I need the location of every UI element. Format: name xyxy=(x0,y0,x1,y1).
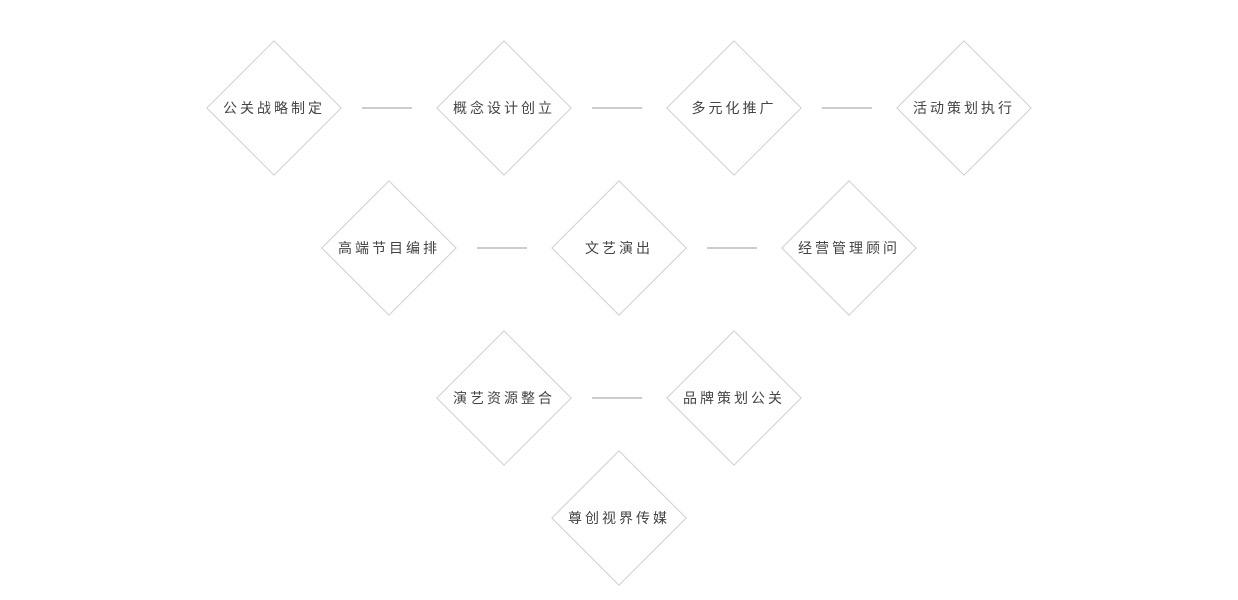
node-label: 尊创视界传媒 xyxy=(568,511,670,527)
diamond-node: 概念设计创立 xyxy=(436,40,572,176)
diamond-node: 品牌策划公关 xyxy=(666,330,802,466)
diamond-node: 尊创视界传媒 xyxy=(551,450,687,586)
node-label: 公关战略制定 xyxy=(223,101,325,117)
node-label: 品牌策划公关 xyxy=(683,391,785,407)
diamond-node: 高端节目编排 xyxy=(321,180,457,316)
diamond-node: 多元化推广 xyxy=(666,40,802,176)
node-label: 经营管理顾问 xyxy=(798,241,900,257)
connector-line xyxy=(592,397,642,399)
connector-line xyxy=(362,107,412,109)
connector-line xyxy=(707,247,757,249)
node-label: 演艺资源整合 xyxy=(453,391,555,407)
diamond-node: 公关战略制定 xyxy=(206,40,342,176)
diamond-node: 演艺资源整合 xyxy=(436,330,572,466)
diamond-node: 经营管理顾问 xyxy=(781,180,917,316)
diamond-node: 活动策划执行 xyxy=(896,40,1032,176)
node-label: 多元化推广 xyxy=(691,101,777,117)
node-label: 活动策划执行 xyxy=(913,101,1015,117)
node-label: 文艺演出 xyxy=(585,241,653,257)
diamond-node: 文艺演出 xyxy=(551,180,687,316)
node-label: 概念设计创立 xyxy=(453,101,555,117)
connector-line xyxy=(822,107,872,109)
node-label: 高端节目编排 xyxy=(338,241,440,257)
connector-line xyxy=(592,107,642,109)
connector-line xyxy=(477,247,527,249)
